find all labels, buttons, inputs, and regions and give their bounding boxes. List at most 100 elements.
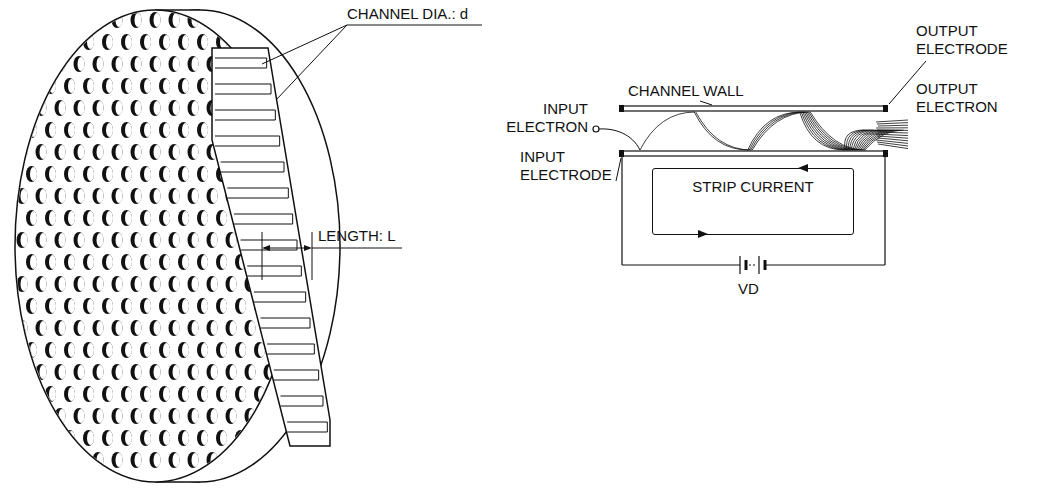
channel-hole [169, 12, 180, 28]
channel-hole [131, 56, 142, 72]
channel-hole [178, 122, 189, 138]
channel-hole [287, 13, 294, 27]
channel-hole [116, 321, 123, 335]
channel-hole [178, 254, 189, 270]
channel-hole [40, 365, 47, 379]
channel-hole [150, 320, 161, 336]
channel-hole [258, 35, 265, 49]
channel-hole [150, 364, 161, 380]
channel-hole [197, 78, 208, 94]
channel-section [215, 110, 275, 120]
channel-hole [220, 35, 227, 49]
channel-hole [150, 232, 161, 248]
channel-hole [201, 255, 208, 269]
channel-hole [150, 144, 161, 160]
channel-hole [254, 386, 265, 402]
channel-hole [26, 166, 37, 182]
channel-hole [287, 145, 294, 159]
channel-hole [17, 276, 28, 292]
channel-hole [55, 100, 66, 116]
electron-source [593, 126, 599, 132]
arrow-head [262, 245, 270, 251]
channel-hole [74, 364, 85, 380]
channel-hole [30, 431, 37, 445]
channel-hole [68, 167, 75, 181]
part-label: OUTPUT ELECTRON [916, 80, 1034, 116]
channel-hole [78, 145, 85, 159]
channel-hole [87, 299, 94, 313]
channel-hole [97, 57, 104, 71]
channel-hole [150, 188, 161, 204]
channel-hole [197, 210, 208, 226]
channel-hole [59, 189, 66, 203]
channel-hole [207, 320, 218, 336]
output-electron [877, 123, 908, 124]
channel-hole [17, 100, 28, 116]
channel-hole [249, 409, 256, 423]
channel-hole [21, 365, 28, 379]
channel-hole [83, 386, 94, 402]
electron-paths [640, 112, 908, 150]
battery-symbol [739, 256, 740, 274]
channel-hole [226, 408, 237, 424]
channel-hole [131, 12, 142, 28]
channel-hole [163, 255, 170, 269]
channel-hole [159, 298, 170, 314]
dimension-line [262, 232, 263, 280]
channel-hole [173, 13, 180, 27]
channel-hole [106, 255, 113, 269]
channel-hole [220, 211, 227, 225]
channel-hole [150, 12, 161, 28]
channel-hole [277, 35, 284, 49]
channel-hole [116, 365, 123, 379]
input-electrode [619, 150, 624, 157]
channel-hole [131, 188, 142, 204]
channel-hole [230, 321, 237, 335]
channel-hole [30, 35, 37, 49]
channel-section [287, 422, 327, 432]
channel-hole [226, 320, 237, 336]
channel-wall [622, 151, 885, 156]
channel-hole [283, 452, 294, 468]
channel-hole [201, 387, 208, 401]
channel-hole [144, 387, 151, 401]
channel-hole [182, 35, 189, 49]
channel-hole [112, 100, 123, 116]
channel-hole [131, 144, 142, 160]
channel-hole [121, 166, 132, 182]
channel-hole [97, 101, 104, 115]
channel-hole [211, 277, 218, 291]
channel-hole [235, 342, 246, 358]
channel-section [234, 214, 293, 224]
channel-hole [87, 343, 94, 357]
channel-hole [40, 277, 47, 291]
channel-hole [97, 409, 104, 423]
channel-section [215, 58, 267, 68]
channel-hole [74, 276, 85, 292]
channel-hole [144, 35, 151, 49]
channel-hole [249, 13, 256, 27]
channel-hole [268, 453, 275, 467]
channel-hole [21, 453, 28, 467]
dimension-line [312, 232, 313, 280]
channel-hole [140, 78, 151, 94]
channel-hole [173, 101, 180, 115]
channel-hole [64, 166, 75, 182]
channel-hole [83, 254, 94, 270]
channel-hole [277, 79, 284, 93]
channel-hole [112, 276, 123, 292]
channel-hole [36, 188, 47, 204]
channel-hole [78, 233, 85, 247]
channel-hole [55, 364, 66, 380]
channel-hole [292, 78, 303, 94]
channel-hole [59, 365, 66, 379]
channel-hole [135, 233, 142, 247]
channel-section [221, 162, 284, 172]
channel-hole [178, 34, 189, 50]
channel-hole [277, 431, 284, 445]
channel-hole [154, 145, 161, 159]
channel-hole [45, 342, 56, 358]
channel-hole [83, 78, 94, 94]
channel-hole [116, 57, 123, 71]
channel-hole [116, 189, 123, 203]
